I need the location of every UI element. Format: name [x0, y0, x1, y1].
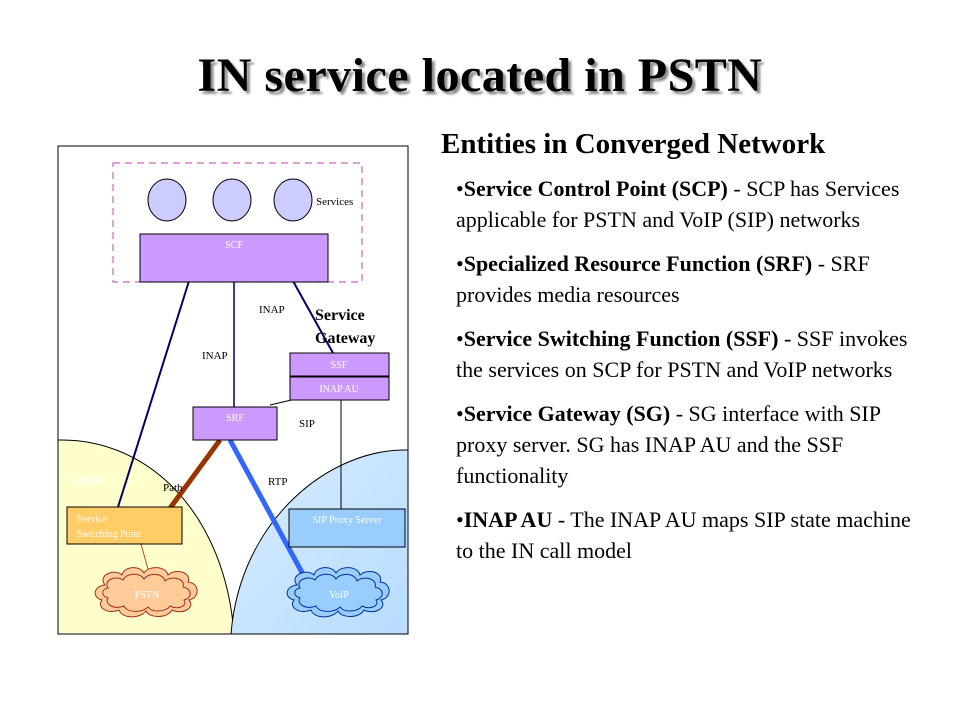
service-1 — [147, 178, 187, 222]
sip-label: SIP — [299, 418, 315, 430]
pstn-label: PSTN — [135, 590, 159, 601]
services-label: Services — [316, 196, 353, 208]
sip-proxy-box — [288, 508, 406, 548]
path-label: Path — [163, 482, 183, 494]
pstn-cloud: PSTN — [94, 567, 198, 618]
scf-label: SCF — [225, 240, 243, 251]
section-subtitle: Entities in Converged Network — [441, 128, 826, 160]
ssp-line-2: Switching Point — [77, 529, 141, 540]
bullet-list: •Service Control Point (SCP) - SCP has S… — [456, 173, 926, 579]
service-gateway-label: Service Gateway — [315, 307, 375, 347]
bullet-srf: •Specialized Resource Function (SRF) - S… — [456, 251, 870, 307]
scf-box — [139, 233, 329, 283]
diagram-frame — [57, 145, 409, 635]
ssf-label: SSF — [331, 360, 348, 371]
service-gateway-line-2: Gateway — [315, 330, 375, 347]
rtp-link — [227, 438, 308, 580]
bullet-sg: •Service Gateway (SG) - SG interface wit… — [456, 401, 881, 488]
voip-cloud: VoIP — [286, 567, 390, 618]
service-2 — [212, 178, 252, 222]
inap-label-scf-ssf: INAP — [259, 304, 285, 316]
service-gateway-line-1: Service — [315, 307, 365, 324]
inap-label-ssp: INAP — [75, 475, 102, 487]
bullet-scp: •Service Control Point (SCP) - SCP has S… — [456, 176, 900, 232]
rtp-label: RTP — [268, 476, 288, 488]
ssp-line-1: Service — [77, 514, 108, 525]
inap-label-scf-srf: INAP — [202, 350, 228, 362]
ssp-label: Service Switching Point — [77, 514, 141, 540]
ssp-box — [66, 506, 183, 545]
bullet-inap-au: •INAP AU - The INAP AU maps SIP state ma… — [456, 507, 911, 563]
ssf-scf-link — [292, 280, 334, 354]
ssf-box — [289, 352, 390, 377]
ssp-scf-link — [117, 280, 190, 508]
srf-label: SRF — [226, 413, 244, 424]
srf-box — [192, 406, 278, 441]
bullet-ssf: •Service Switching Function (SSF) - SSF … — [456, 326, 908, 382]
service-3 — [273, 178, 313, 222]
sip-proxy-label: SIP Proxy Server — [312, 515, 382, 526]
inap-au-box — [289, 376, 390, 401]
page-title: IN service located in PSTN — [197, 49, 763, 102]
voip-label: VoIP — [329, 590, 349, 601]
inap-au-label: INAP AU — [319, 384, 359, 395]
path-link — [162, 438, 223, 517]
